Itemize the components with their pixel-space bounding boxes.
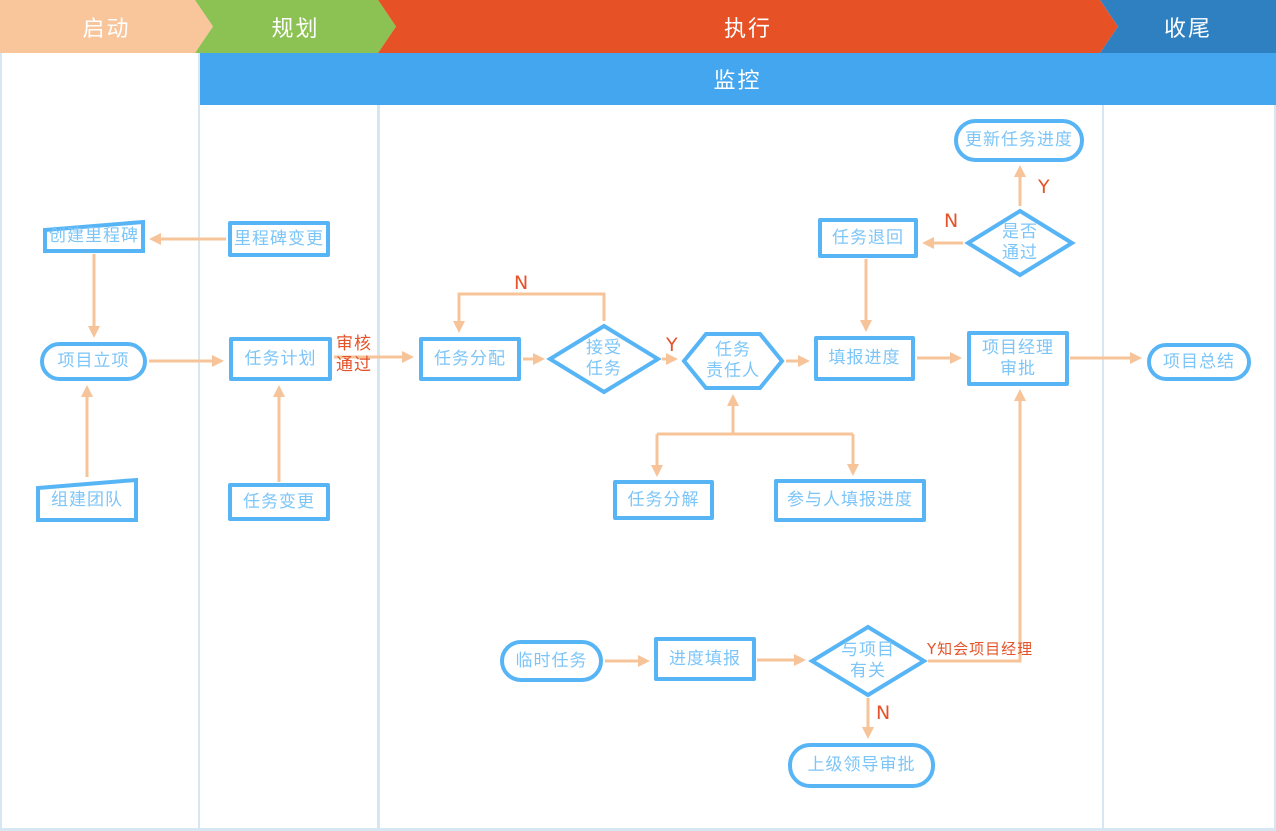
node-label: 上级领导审批 — [807, 755, 916, 776]
node-accept-task[interactable]: 接受 任务 — [546, 323, 662, 395]
node-label: 任务退回 — [832, 227, 904, 248]
hexagon-shape — [681, 332, 785, 390]
phase-header-execution[interactable]: 执行 — [378, 0, 1118, 53]
node-project-related[interactable]: 与项目 有关 — [808, 624, 928, 698]
monitor-band[interactable]: 监控 — [199, 53, 1276, 105]
monitor-label: 监控 — [713, 69, 762, 94]
node-milestone-change[interactable]: 里程碑变更 — [228, 221, 330, 257]
lane-divider — [1102, 105, 1104, 829]
manual-shape — [36, 477, 138, 522]
node-label: 是否 通过 — [1002, 222, 1038, 263]
node-label: 进度填报 — [669, 648, 741, 669]
phase-header-closing[interactable]: 收尾 — [1100, 0, 1276, 53]
lane-divider — [198, 53, 200, 829]
phase-label: 启动 — [82, 16, 131, 42]
node-participant-progress[interactable]: 参与人填报进度 — [774, 479, 926, 522]
node-temp-task[interactable]: 临时任务 — [500, 640, 603, 682]
connector-accepttask-n-loop — [453, 292, 606, 333]
node-label: 项目经理 审批 — [982, 337, 1054, 379]
node-label: 项目立项 — [57, 351, 130, 372]
node-label: 与项目 有关 — [841, 640, 895, 681]
diamond-shape — [964, 208, 1076, 278]
node-project-initiation[interactable]: 项目立项 — [40, 342, 147, 381]
node-pass-check[interactable]: 是否 通过 — [964, 208, 1076, 278]
node-task-return[interactable]: 任务退回 — [818, 218, 918, 258]
connector-projectrelated-pmapproval — [928, 389, 1026, 663]
n-loop-label: N — [514, 272, 530, 294]
node-progress-report[interactable]: 进度填报 — [654, 637, 756, 681]
manual-shape — [43, 219, 145, 253]
node-task-owner[interactable]: 任务 责任人 — [681, 332, 785, 390]
node-update-task-progress[interactable]: 更新任务进度 — [954, 119, 1084, 162]
lane-divider — [377, 105, 380, 829]
y-pass-label: Y — [1038, 176, 1051, 198]
phase-header-planning[interactable]: 规划 — [195, 0, 396, 53]
node-task-plan[interactable]: 任务计划 — [229, 337, 332, 381]
node-task-change[interactable]: 任务变更 — [228, 483, 330, 521]
node-task-breakdown[interactable]: 任务分解 — [613, 480, 714, 520]
y-notify-pm-label: Y知会项目经理 — [927, 640, 1034, 658]
n-related-label: N — [876, 702, 892, 724]
node-label: 任务分配 — [434, 348, 506, 369]
node-label: 任务变更 — [243, 491, 315, 512]
phase-label: 执行 — [723, 16, 772, 42]
node-label: 创建里程碑 — [49, 226, 139, 247]
canvas-edge — [0, 53, 2, 831]
node-label: 项目总结 — [1163, 351, 1235, 372]
canvas-edge — [1274, 105, 1276, 831]
node-task-assignment[interactable]: 任务分配 — [419, 337, 521, 381]
node-fill-progress[interactable]: 填报进度 — [814, 336, 915, 381]
node-label: 里程碑变更 — [234, 228, 324, 249]
phase-header-start[interactable]: 启动 — [0, 0, 213, 53]
node-label: 任务计划 — [244, 348, 317, 369]
diamond-shape — [546, 323, 662, 395]
node-pm-approval[interactable]: 项目经理 审批 — [967, 331, 1069, 386]
phase-label: 收尾 — [1163, 16, 1212, 42]
node-project-summary[interactable]: 项目总结 — [1147, 343, 1251, 381]
node-label: 任务 责任人 — [706, 340, 760, 381]
node-label: 任务分解 — [627, 489, 700, 510]
node-create-milestone[interactable]: 创建里程碑 — [43, 219, 145, 253]
canvas-edge — [0, 828, 1276, 831]
node-leader-approval[interactable]: 上级领导审批 — [788, 743, 935, 788]
y-accept-label: Y — [666, 334, 679, 356]
node-label: 填报进度 — [828, 348, 901, 369]
node-label: 更新任务进度 — [965, 130, 1073, 151]
diamond-shape — [808, 624, 928, 698]
node-label: 临时任务 — [515, 650, 588, 671]
phase-label: 规划 — [271, 16, 320, 42]
review-passed-label: 审核 通过 — [336, 334, 372, 376]
node-label: 组建团队 — [51, 489, 123, 510]
node-label: 参与人填报进度 — [787, 490, 913, 511]
n-return-label: N — [944, 210, 960, 232]
node-team-building[interactable]: 组建团队 — [36, 477, 138, 522]
node-label: 接受 任务 — [586, 338, 622, 379]
